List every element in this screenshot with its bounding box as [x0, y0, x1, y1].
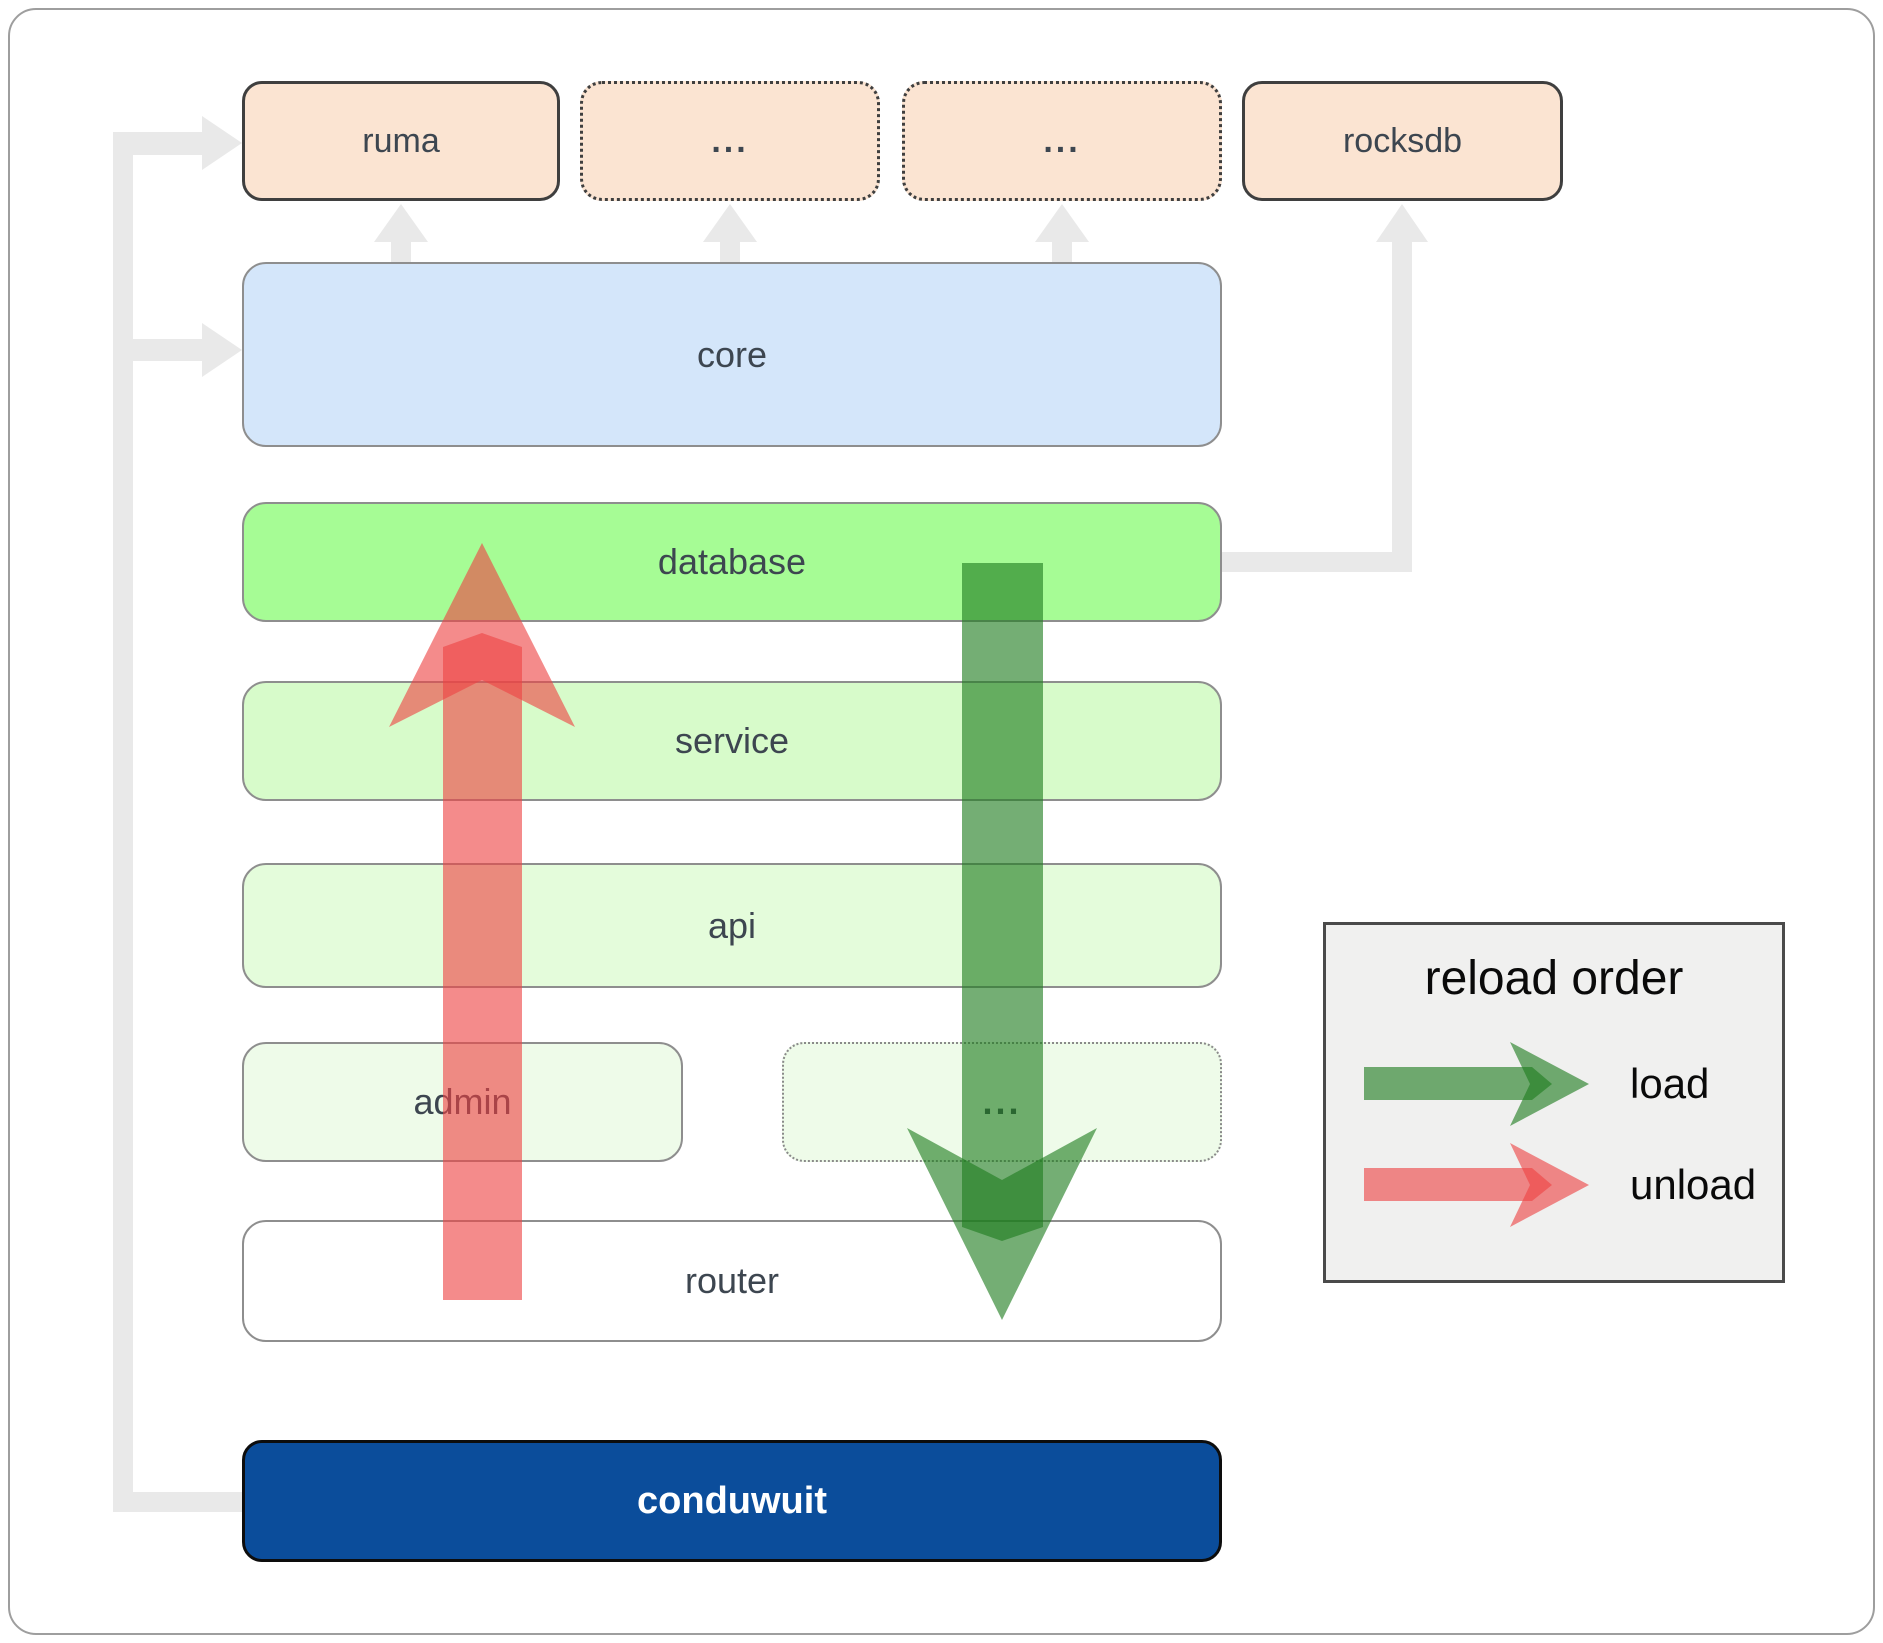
arrowhead-up-ellipsis1-icon: [703, 204, 757, 242]
connector-core-to-ellipsis2: [1052, 240, 1072, 264]
connector-database-to-rocksdb-vertical: [1392, 240, 1412, 572]
box-core-label: core: [696, 333, 768, 375]
connector-core-to-ellipsis1: [720, 240, 740, 264]
box-api: api: [242, 863, 1222, 988]
connector-database-to-rocksdb-horizontal: [1222, 552, 1412, 572]
box-conduwuit: conduwuit: [242, 1440, 1222, 1562]
legend-unload-label: unload: [1630, 1161, 1757, 1208]
box-conduwuit-label: conduwuit: [637, 1479, 827, 1522]
legend-row-load: load: [1364, 1042, 1709, 1126]
box-router-label: router: [684, 1260, 780, 1301]
box-ruma-label: ruma: [362, 121, 440, 160]
box-database: database: [242, 502, 1222, 622]
box-api-label: api: [707, 904, 757, 946]
arrowhead-up-rocksdb-icon: [1376, 204, 1428, 242]
box-ellipsis-top-2: ...: [902, 81, 1222, 201]
unload-arrow-head-icon: [389, 543, 575, 727]
unload-arrow-shaft: [443, 633, 522, 1300]
box-database-label: database: [657, 541, 807, 582]
load-arrow-icon: [1364, 1042, 1589, 1126]
connector-conduwuit-pipe-vertical: [113, 132, 133, 1512]
box-core: core: [242, 262, 1222, 447]
arrowhead-right-core-icon: [202, 323, 242, 377]
box-ellipsis-top-2-label: ...: [1043, 121, 1081, 160]
arrowhead-right-ruma-icon: [202, 116, 242, 170]
legend-title: reload order: [1424, 952, 1684, 1005]
arrowhead-up-ellipsis2-icon: [1035, 204, 1089, 242]
connector-core-to-ruma: [391, 240, 411, 264]
box-ellipsis-top-1: ...: [580, 81, 880, 201]
arrowhead-up-ruma-icon: [374, 204, 428, 242]
connector-conduwuit-pipe-bottom: [113, 1492, 243, 1512]
legend-load-label: load: [1630, 1060, 1710, 1107]
box-rocksdb-label: rocksdb: [1342, 121, 1463, 160]
legend-row-unload: unload: [1364, 1143, 1756, 1227]
legend: reload order load unload: [1323, 922, 1785, 1283]
load-arrow-shaft: [962, 563, 1043, 1241]
connector-pipe-to-core: [133, 339, 203, 361]
box-ellipsis-top-1-label: ...: [711, 121, 749, 160]
connector-pipe-to-ruma: [113, 132, 203, 155]
diagram-frame: [8, 8, 1875, 1635]
box-rocksdb: rocksdb: [1242, 81, 1563, 201]
box-ruma: ruma: [242, 81, 560, 201]
load-arrow-head-icon: [907, 1128, 1097, 1320]
unload-arrow-icon: [1364, 1143, 1589, 1227]
box-service-label: service: [674, 720, 790, 761]
box-router: router: [242, 1220, 1222, 1342]
